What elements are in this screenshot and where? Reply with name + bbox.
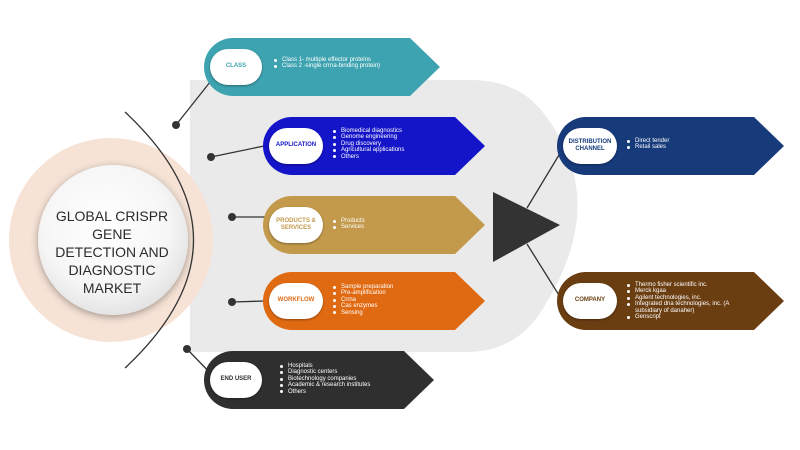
connector-dot-class [172,121,180,129]
list-item: Academic & research institutes [280,382,420,388]
list-item: Biotechnology companies [280,376,420,382]
segment-application-items: Biomedical diagnostics Genome engineerin… [333,128,473,160]
list-item: Others [333,154,473,160]
segment-end-user: END USER Hospitals Diagnostic centers Bi… [204,351,434,409]
list-item: Services [333,224,473,230]
list-item: Hospitals [280,363,420,369]
segment-company-label: COMPANY [563,283,617,319]
list-item: Sensing [333,310,473,316]
list-item: Integrated dna technologies, inc. (A sub… [627,301,752,314]
segment-class-items: Class 1- multiple effector proteins Clas… [274,57,434,70]
segment-products-services-items: Products Services [333,218,473,231]
segment-application-label: APPLICATION [269,128,323,164]
segment-end-user-items: Hospitals Diagnostic centers Biotechnolo… [280,363,420,395]
list-item: Products [333,218,473,224]
list-item: Class 2 -single crrna-binding protein) [274,63,434,69]
center-title-line: DETECTION AND [55,244,169,260]
connector-dot-products [228,213,236,221]
center-title: GLOBAL CRISPR GENE DETECTION AND DIAGNOS… [38,207,186,297]
connector-dot-end-user [183,345,191,353]
segment-distribution-channel: DISTRIBUTION CHANNEL Direct tender Retai… [557,117,784,175]
list-item: Others [280,389,420,395]
segment-products-services: PRODUCTS & SERVICES Products Services [263,196,485,254]
connector-dot-workflow [228,298,236,306]
segment-company: COMPANY Thermo fisher scientific inc. Me… [557,272,784,330]
connector-line-workflow [231,300,266,303]
segment-products-services-label: PRODUCTS & SERVICES [269,207,323,243]
segment-distribution-channel-items: Direct tender Retail sales [627,138,767,151]
segment-class: CLASS Class 1- multiple effector protein… [204,38,440,96]
segment-workflow-label: WORKFLOW [269,283,323,319]
segment-application: APPLICATION Biomedical diagnostics Genom… [263,117,485,175]
connector-line-company [526,243,563,301]
segment-workflow: WORKFLOW Sample preparation Pre-amplific… [263,272,485,330]
list-item: Agricultural applications [333,147,473,153]
list-item: Retail sales [627,144,767,150]
center-title-line: GLOBAL CRISPR GENE [55,208,169,242]
list-item: Diagnostic centers [280,369,420,375]
connector-dot-application [207,153,215,161]
center-title-line: DIAGNOSTIC [68,262,156,278]
list-item: Genscript [627,314,752,320]
list-item: Class 1- multiple effector proteins [274,57,434,63]
list-item: Merck kgaa [627,288,752,294]
list-item: Biomedical diagnostics [333,128,473,134]
center-inner-circle [38,165,188,315]
center-title-line: MARKET [82,280,142,296]
pointer-triangle [493,192,560,262]
list-item: Direct tender [627,138,767,144]
list-item: Drug discovery [333,141,473,147]
connector-line-application [210,145,265,158]
list-item: Sample preparation [333,284,473,290]
segment-end-user-label: END USER [210,362,262,398]
list-item: Genome engineering [333,134,473,140]
segment-company-items: Thermo fisher scientific inc. Merck kgaa… [627,282,752,320]
list-item: Thermo fisher scientific inc. [627,282,752,288]
list-item: Agilent technologies, inc. [627,295,752,301]
list-item: Pre-amplification [333,290,473,296]
list-item: Crrna [333,297,473,303]
segment-distribution-channel-label: DISTRIBUTION CHANNEL [563,128,617,164]
connector-arc [124,111,194,369]
list-item: Cas enzymes [333,303,473,309]
segment-workflow-items: Sample preparation Pre-amplification Crr… [333,284,473,316]
connector-line-distribution [526,149,563,209]
segment-class-label: CLASS [210,49,262,85]
